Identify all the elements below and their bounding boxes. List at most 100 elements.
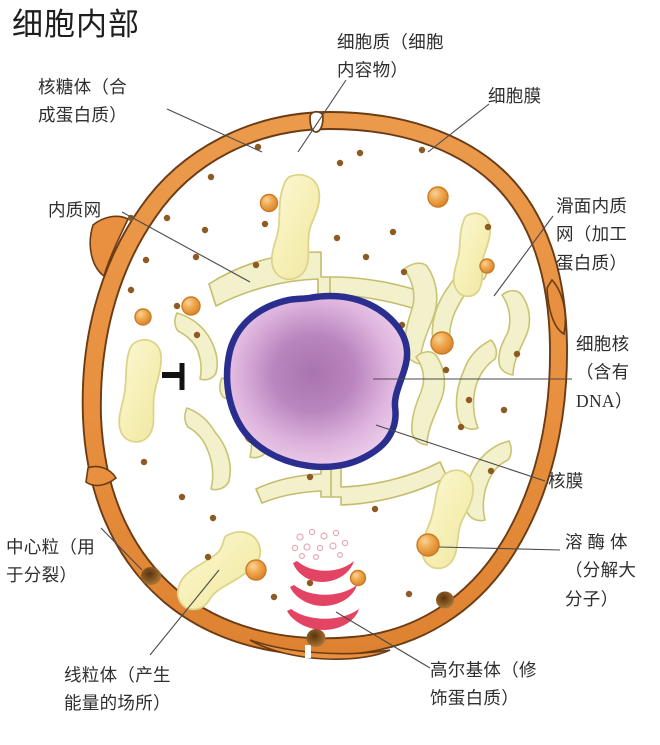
- label-cytoplasm: 细胞质（细胞 内容物）: [337, 32, 444, 81]
- ribosome: [336, 159, 344, 167]
- ribosome: [306, 579, 314, 587]
- golgi-stack: [290, 585, 357, 606]
- smooth-er-8: [174, 312, 219, 381]
- smooth-er-9: [498, 289, 531, 376]
- lysosome: [416, 533, 440, 557]
- lysosome: [349, 569, 367, 587]
- label-mitochondria: 线粒体（产生 能量的场所）: [64, 665, 171, 714]
- ribosome: [389, 228, 397, 236]
- lysosome: [134, 308, 152, 326]
- mitochondrion-top: [270, 173, 321, 281]
- lysosome: [479, 258, 495, 274]
- ribosome-group: [127, 143, 521, 601]
- ribosome: [500, 406, 508, 414]
- label-nucleus: 细胞核 （含有 DNA）: [576, 334, 633, 411]
- ribosome: [465, 396, 473, 404]
- label-centriole: 中心粒（用 于分裂）: [6, 537, 95, 586]
- lysosome: [430, 331, 454, 355]
- label-cell-membrane: 细胞膜: [488, 86, 542, 106]
- lysosome: [181, 296, 201, 316]
- centriole: [141, 567, 161, 585]
- lysosome: [245, 559, 267, 581]
- leader-line-centriole: [100, 527, 143, 571]
- smooth-er-6: [184, 407, 231, 491]
- lysosome: [259, 193, 279, 213]
- ribosome: [163, 214, 171, 222]
- ribosome: [442, 366, 450, 374]
- page-title: 细胞内部: [12, 7, 140, 42]
- leader-line-mitochondria: [149, 569, 220, 656]
- mitochondrion-left: [118, 338, 162, 443]
- ribosome: [513, 350, 521, 358]
- ribosome: [457, 423, 465, 431]
- leader-line-membrane: [427, 103, 490, 153]
- ribosome: [140, 458, 148, 466]
- centriole: [436, 591, 454, 609]
- leader-line-cytoplasm: [297, 79, 347, 153]
- golgi-vesicle: [308, 528, 316, 536]
- golgi-stack: [293, 561, 354, 582]
- lysosome: [427, 186, 449, 208]
- ribosome: [418, 146, 426, 154]
- ribosome: [142, 256, 150, 264]
- ribosome: [484, 223, 492, 231]
- ribosome: [193, 331, 201, 339]
- centriole: [306, 629, 326, 647]
- ribosome: [371, 505, 379, 513]
- golgi-vesicle: [296, 533, 304, 541]
- ribosome: [333, 234, 341, 242]
- membrane-pore-top: [309, 110, 324, 133]
- golgi-vesicle: [341, 539, 349, 547]
- golgi-group: [287, 528, 359, 630]
- ribosome: [204, 553, 212, 561]
- membrane-lobe-bottom: [249, 639, 391, 660]
- label-ribosome: 核糖体（合 成蛋白质）: [38, 77, 127, 126]
- ribosome: [209, 514, 217, 522]
- nucleus-body: [230, 299, 404, 464]
- leader-line-golgi: [335, 611, 431, 669]
- leader-line-nuclear-membrane: [375, 424, 546, 482]
- label-nuclear-membrane: 核膜: [548, 471, 584, 491]
- ribosome: [356, 149, 364, 157]
- membrane-lobe-left: [89, 215, 130, 278]
- ribosome: [270, 593, 278, 601]
- label-endoplasmic-reticulum: 内质网: [48, 200, 102, 220]
- ribosome: [207, 173, 215, 181]
- leader-line-smooth-er: [493, 215, 554, 297]
- leader-line-ribosome: [166, 108, 263, 153]
- membrane-lobe-right: [546, 278, 567, 336]
- ribosome: [400, 268, 408, 276]
- golgi-vesicle: [313, 553, 320, 560]
- golgi-vesicle: [316, 544, 324, 552]
- ribosome: [306, 473, 314, 481]
- golgi-vesicle: [320, 532, 328, 540]
- golgi-vesicle: [291, 544, 299, 552]
- golgi-vesicle: [332, 529, 340, 537]
- label-golgi: 高尔基体（修 饰蛋白质）: [430, 660, 537, 709]
- golgi-vesicle: [337, 551, 344, 558]
- membrane-lobe-lower-left: [85, 465, 118, 487]
- golgi-stack: [287, 609, 359, 630]
- leader-lines-group: [100, 79, 572, 669]
- ribosome: [178, 493, 186, 501]
- golgi-vesicle: [299, 552, 306, 559]
- membrane-notch-bottom: [305, 645, 311, 658]
- golgi-vesicle: [303, 543, 311, 551]
- ribosome: [261, 220, 269, 228]
- rough-er-lower: [255, 461, 448, 506]
- label-smooth-er: 滑面内质 网（加工 蛋白质）: [556, 196, 628, 273]
- golgi-vesicles: [291, 528, 349, 560]
- ribosome: [173, 302, 181, 310]
- cell-membrane-group: [81, 110, 568, 660]
- smooth-er-3: [455, 339, 498, 430]
- ribosome: [201, 226, 209, 234]
- ribosome: [362, 253, 370, 261]
- ribosome: [192, 253, 200, 261]
- golgi-vesicle: [329, 542, 337, 550]
- ribosome: [127, 286, 135, 294]
- leader-line-er: [121, 211, 251, 283]
- nucleus-group: [223, 292, 411, 471]
- smooth-er-4: [411, 351, 446, 446]
